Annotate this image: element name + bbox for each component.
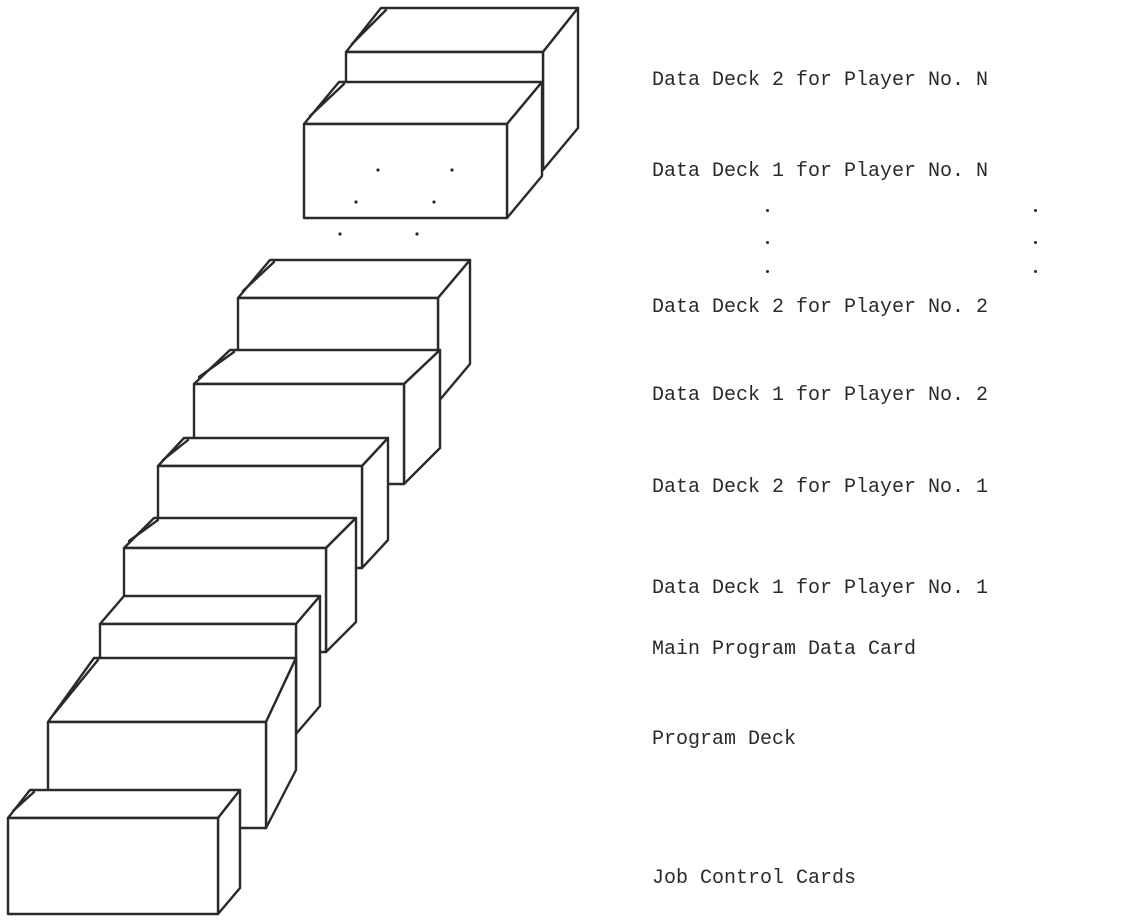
label-data-deck-1-player-n: Data Deck 1 for Player No. N (652, 160, 988, 184)
label-data-deck-2-player-2: Data Deck 2 for Player No. 2 (652, 296, 988, 320)
label-data-deck-2-player-1: Data Deck 2 for Player No. 1 (652, 476, 988, 500)
label-program-deck: Program Deck (652, 728, 796, 752)
label-data-deck-2-player-n: Data Deck 2 for Player No. N (652, 69, 988, 93)
deck-box-data-deck-1-player-n (304, 82, 542, 218)
label-data-deck-1-player-2: Data Deck 1 for Player No. 2 (652, 384, 988, 408)
label-job-control-cards: Job Control Cards (652, 867, 856, 891)
label-main-program-data-card: Main Program Data Card (652, 638, 916, 662)
deck-box-job-control-cards (8, 790, 240, 914)
label-data-deck-1-player-1: Data Deck 1 for Player No. 1 (652, 577, 988, 601)
